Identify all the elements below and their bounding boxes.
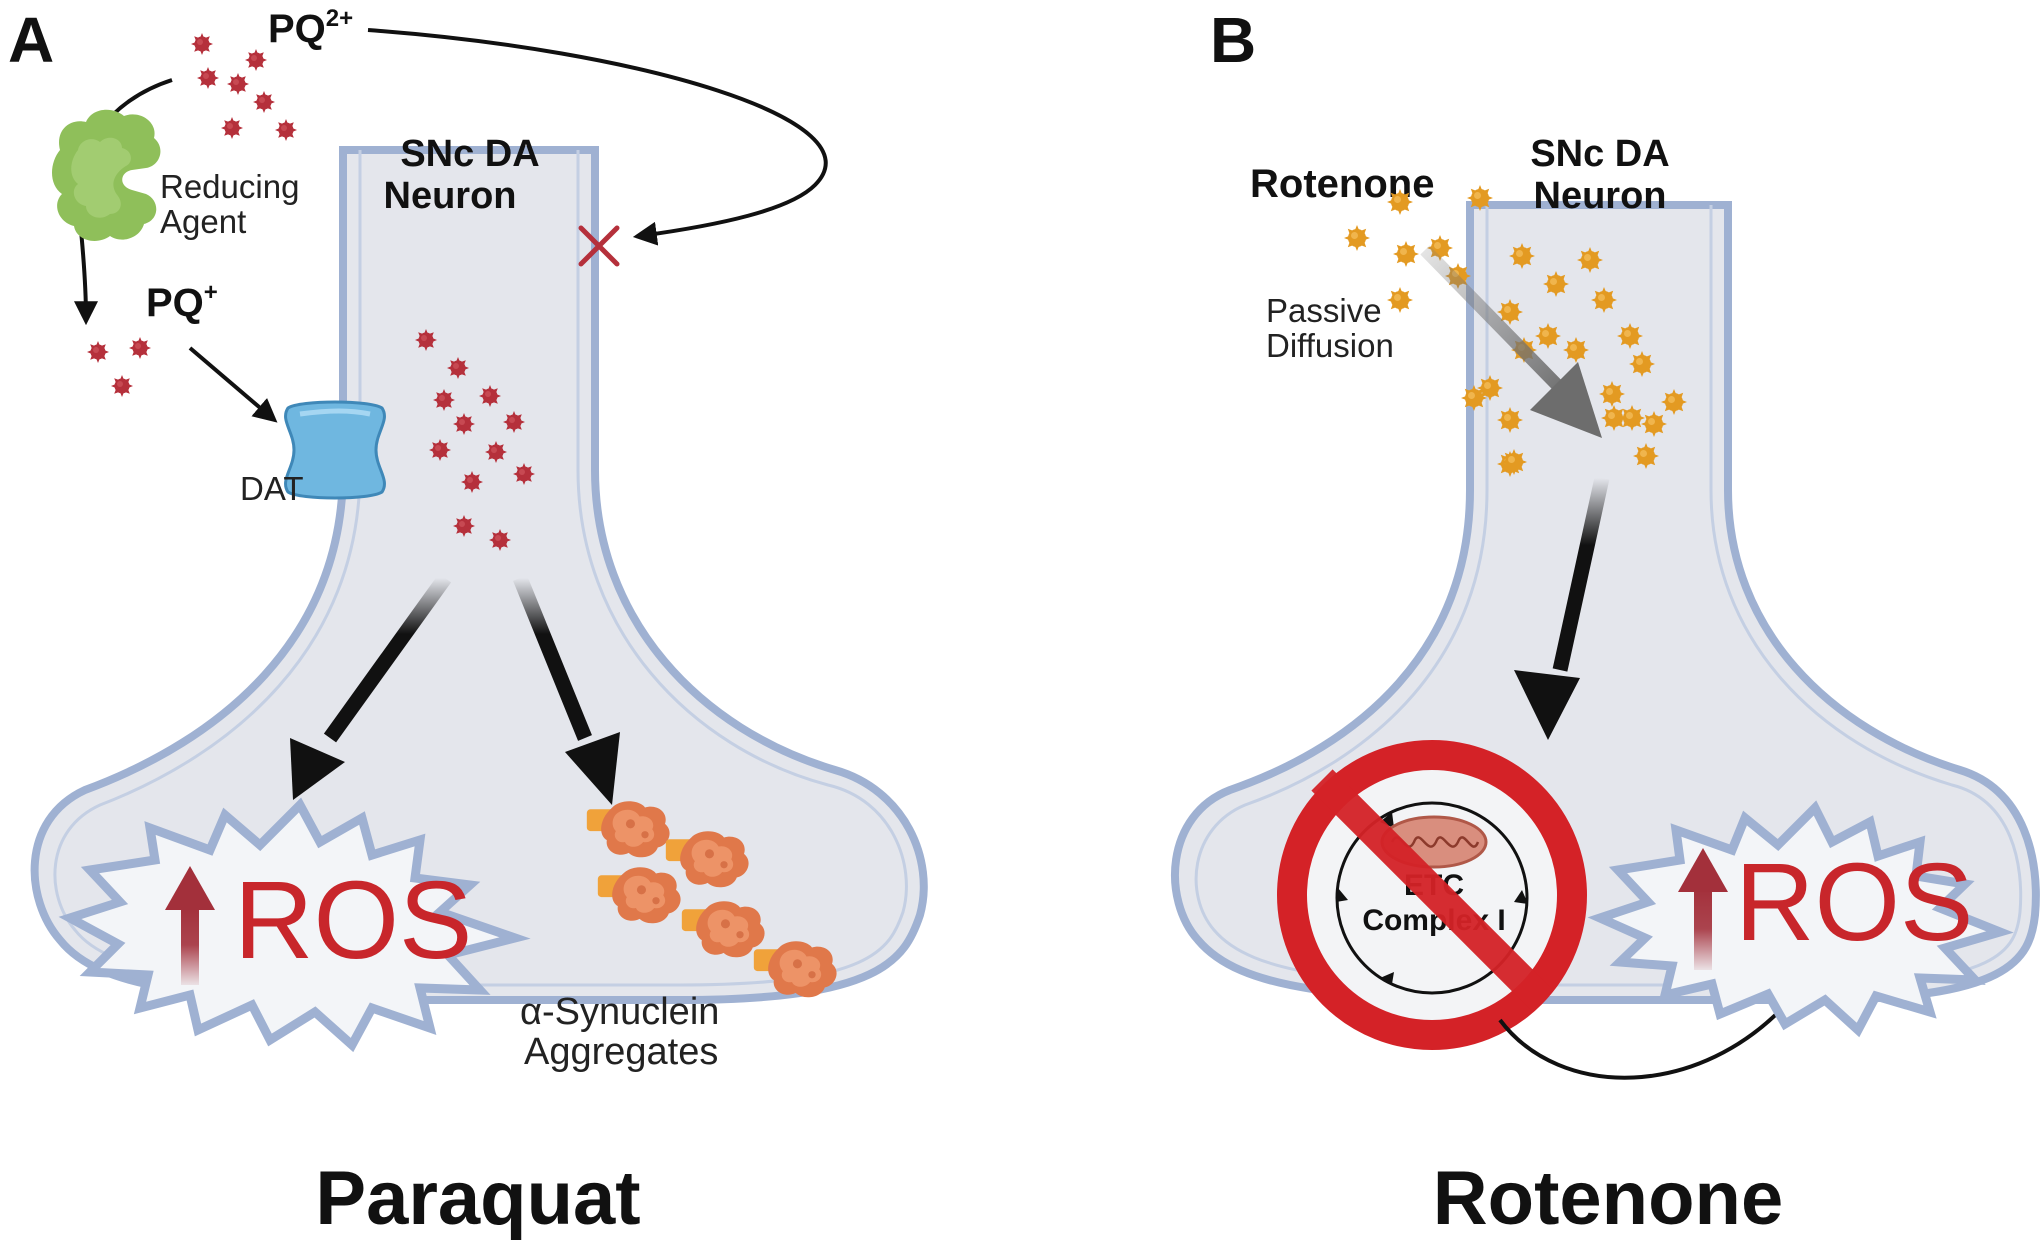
rotenone-particle-icon	[1387, 189, 1413, 215]
rotenone-particle-icon	[1599, 381, 1625, 407]
dat-label: DAT	[240, 470, 304, 507]
paraquat-particle-icon	[453, 413, 475, 435]
reducing-agent-line1: Reducing	[160, 168, 299, 205]
paraquat-particle-icon	[275, 119, 297, 141]
rotenone-particle-icon	[1617, 323, 1643, 349]
ros-increase-arrow	[1678, 848, 1728, 970]
pq1-label-text: PQ	[146, 281, 204, 325]
pq2-superscript: 2+	[326, 5, 353, 32]
rotenone-particle-icon	[1467, 185, 1493, 211]
neuron-b-label-line2: Neuron	[1534, 175, 1667, 217]
paraquat-particle-icon	[221, 117, 243, 139]
pq1-label: PQ+	[146, 279, 218, 325]
neuron-a-label-line1: SNc DA	[400, 133, 539, 175]
rotenone-particle-icon	[1461, 385, 1487, 411]
synuclein-label-line2: Aggregates	[524, 1031, 718, 1073]
rotenone-to-complex-arrow	[1514, 476, 1610, 740]
passive-diffusion-line1: Passive	[1266, 292, 1382, 329]
synuclein-label-line1: α-Synuclein	[520, 991, 719, 1033]
paraquat-particle-icon	[245, 49, 267, 71]
pq2-label: PQ2+	[268, 5, 353, 51]
rotenone-particle-icon	[1633, 443, 1659, 469]
pq2-to-neuron-arrow	[367, 28, 828, 246]
paraquat-to-aggregates-arrow	[513, 575, 620, 805]
rotenone-particle-icon	[1591, 287, 1617, 313]
paraquat-particle-icon	[489, 529, 511, 551]
paraquat-particle-icon	[513, 463, 535, 485]
paraquat-particle-icon	[429, 439, 451, 461]
rotenone-particle-icon	[1501, 449, 1527, 475]
paraquat-particle-icon	[479, 385, 501, 407]
panel-a-letter: A	[8, 4, 54, 76]
rotenone-particle-icon	[1543, 271, 1569, 297]
paraquat-particle-icon	[111, 375, 133, 397]
ros-label-b: ROS	[1735, 841, 1973, 964]
neuron-b-label-line1: SNc DA	[1530, 133, 1669, 175]
paraquat-to-ros-arrow	[290, 573, 452, 800]
rotenone-particle-icon	[1344, 225, 1370, 251]
paraquat-particle-icon	[453, 515, 475, 537]
paraquat-particle-icon	[227, 73, 249, 95]
pq1-particle-cluster	[87, 337, 151, 397]
reducing-agent-line2: Agent	[160, 203, 246, 240]
rotenone-particle-icon	[1563, 337, 1589, 363]
rotenone-particle-icon	[1497, 407, 1523, 433]
rotenone-particle-icon	[1629, 351, 1655, 377]
pq1-superscript: +	[204, 279, 218, 306]
prohibition-slash	[1311, 769, 1553, 1011]
paraquat-particle-icon	[415, 329, 437, 351]
blocked-x-icon	[578, 225, 620, 267]
pq2-label-text: PQ	[268, 7, 326, 51]
paraquat-particle-icon	[191, 33, 213, 55]
etc-cycle	[1335, 801, 1529, 995]
panel-b-letter: B	[1210, 4, 1256, 76]
rotenone-particle-icon	[1509, 243, 1535, 269]
paraquat-particle-icon	[485, 441, 507, 463]
paraquat-particle-icon	[447, 357, 469, 379]
reducing-agent-icon	[52, 109, 161, 241]
ros-increase-arrow	[165, 866, 215, 985]
pq1-to-dat-arrow	[188, 346, 278, 423]
paraquat-particle-icon	[253, 91, 275, 113]
rotenone-particle-icon	[1577, 247, 1603, 273]
rotenone-particle-icon	[1661, 389, 1687, 415]
panel-a-title: Paraquat	[315, 1156, 640, 1241]
panel-b: B Rotenone SNc DA Neuron Passive Diffusi…	[1170, 4, 2040, 1241]
passive-diffusion-line2: Diffusion	[1266, 327, 1394, 364]
paraquat-particle-icon	[461, 471, 483, 493]
paraquat-particle-icon	[197, 67, 219, 89]
passive-diffusion-arrow	[1420, 245, 1602, 438]
panel-b-title: Rotenone	[1433, 1156, 1783, 1241]
rotenone-particle-icon	[1641, 411, 1667, 437]
rotenone-particle-icon	[1393, 241, 1419, 267]
paraquat-particle-icon	[503, 411, 525, 433]
rotenone-particle-icon	[1535, 323, 1561, 349]
rotenone-particle-icon	[1387, 287, 1413, 313]
neuron-a-label-line2: Neuron	[384, 175, 517, 217]
ros-label-a: ROS	[234, 859, 472, 982]
paraquat-particle-icon	[433, 389, 455, 411]
complex-to-ros-arrow	[1498, 994, 1795, 1080]
rotenone-particle-icon	[1619, 405, 1645, 431]
paraquat-particle-icon	[129, 337, 151, 359]
paraquat-particle-icon	[87, 341, 109, 363]
panel-a: A PQ2+ Reducing Agent PQ+	[8, 4, 928, 1241]
dat-transporter-icon	[284, 400, 386, 500]
